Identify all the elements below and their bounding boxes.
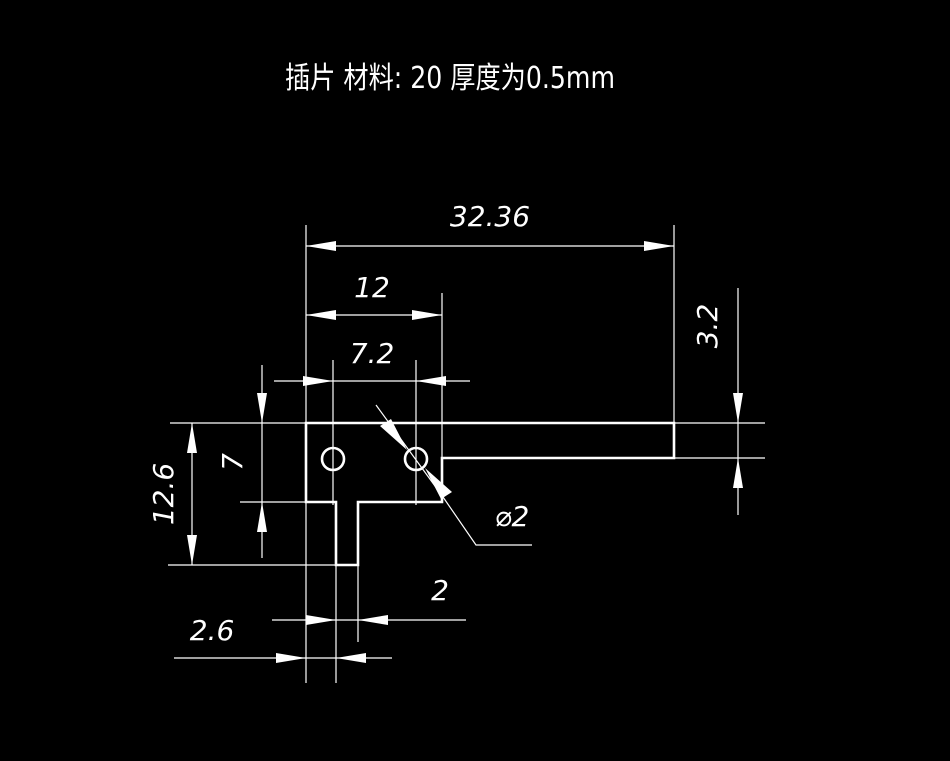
- dim-total-height: 12.6: [147, 463, 180, 525]
- dim-tab-height: 3.2: [691, 304, 724, 349]
- dim-hole-diameter: ⌀2: [495, 500, 530, 533]
- dim-overall-length: 32.36: [450, 200, 530, 233]
- dim-tab-width: 2: [431, 574, 449, 607]
- dim-hole-offset: 7.2: [350, 337, 395, 370]
- extension-lines: [168, 225, 765, 683]
- part-outline: [304, 421, 676, 567]
- dimension-lines: [174, 241, 743, 663]
- part-profile: [304, 421, 676, 567]
- dim-body-height: 7: [216, 453, 249, 471]
- drawing-title: 插片 材料: 20 厚度为0.5mm: [285, 61, 615, 96]
- dim-hole-span: 12: [354, 271, 390, 304]
- dim-tab-offset: 2.6: [190, 614, 235, 647]
